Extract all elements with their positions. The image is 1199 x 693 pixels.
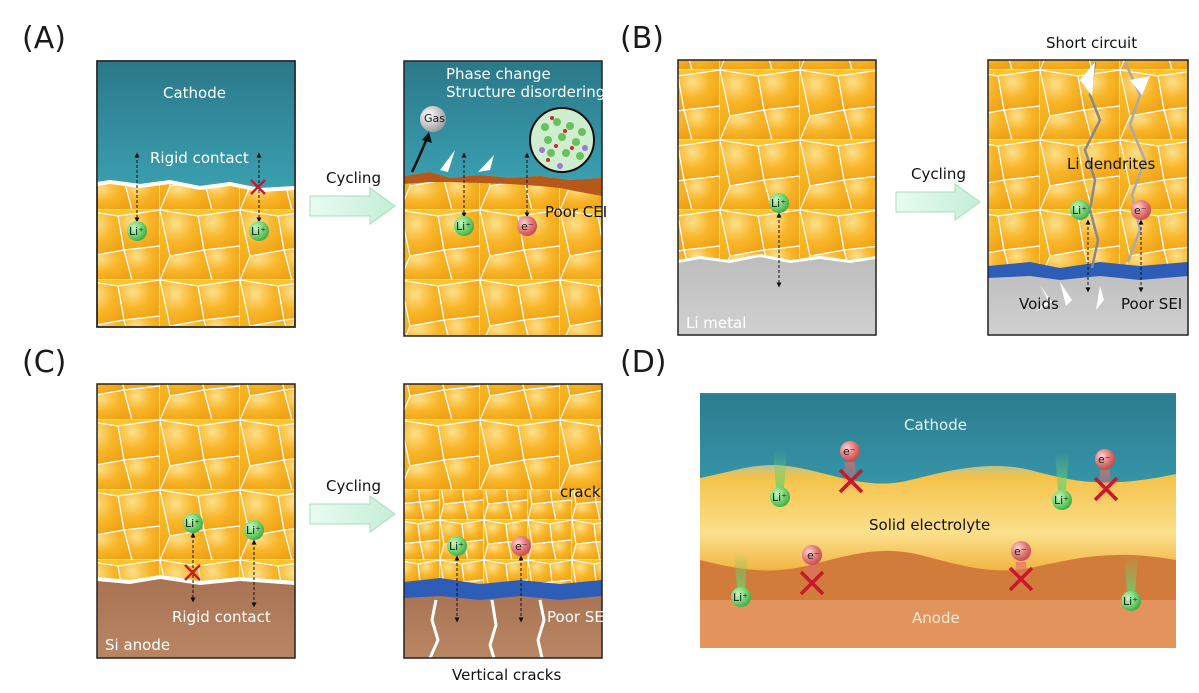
li-ion-label: Li⁺ [185,517,200,530]
gas-label: Gas [424,112,445,125]
li-ion-icon [249,221,269,241]
electron-label: e⁻ [843,445,856,458]
short-circuit-label: Short circuit [1046,34,1137,52]
panel-c-right: crack Li⁺ e⁻ Poor SEI Vertical cracks [403,383,608,684]
si-anode-label: Si anode [105,636,170,654]
electron-icon [1011,541,1031,561]
electron-label: e⁻ [1098,453,1111,466]
rigid-contact-gap [97,180,295,192]
blocked-cross-icon [838,468,864,494]
solid-electrolyte-label: Solid electrolyte [869,516,990,534]
li-metal-label: Li metal [686,314,746,332]
li-ion-icon [731,587,751,607]
li-ion-label: Li⁺ [449,540,464,553]
vertical-crack [536,599,546,659]
li-ion-icon [454,216,474,236]
li-ion-label: Li⁺ [1123,595,1138,608]
cathode-label: Cathode [163,84,226,102]
li-dendrites-label: Li dendrites [1067,155,1156,173]
panel-c-left: Li⁺ Li⁺ Rigid contact Si anode [96,383,296,659]
cei-layer [404,172,602,196]
electron-icon [1095,449,1115,469]
vertical-crack [488,599,498,659]
electron-label: e⁻ [1134,204,1147,217]
panel-b-label: (B) [620,21,664,56]
panel-b-right: Short circuit Li dendrites Li⁺ e⁻ Voids … [987,34,1189,336]
electron-icon [840,441,860,461]
cycling-label: Cycling [911,165,966,183]
poor-cei-label: Poor CEI [545,203,607,221]
blocked-cross-icon [799,570,825,596]
li-ion-label: Li⁺ [251,225,266,238]
li-ion-label: Li⁺ [246,524,261,537]
poor-sei-label: Poor SEI [547,608,608,626]
structure-disordering-label: Structure disordering [446,83,605,101]
li-ion-icon [447,536,467,556]
electron-label: e⁻ [807,549,820,562]
li-ion-icon [769,193,789,213]
li-dendrite-path [1083,61,1102,269]
rigid-contact-label: Rigid contact [172,608,271,626]
li-ion-icon [1070,200,1090,220]
poor-sei-label: Poor SEI [1121,295,1182,313]
li-metal-region [988,266,1188,335]
li-metal-region [678,256,876,335]
vertical-crack [428,599,440,659]
gas-bubble-icon [420,106,446,132]
cycling-label: Cycling [326,169,381,187]
li-ion-label: Li⁺ [456,220,471,233]
voids-label: Voids [1019,295,1059,313]
rigid-contact-label: Rigid contact [150,149,249,167]
voids-region [1036,282,1104,316]
li-ion-icon [127,221,147,241]
cycling-arrow-b: Cycling [895,165,981,221]
li-ion-icon [1052,490,1072,510]
electron-icon [511,536,531,556]
anode-label: Anode [912,609,960,627]
li-ion-icon [1121,591,1141,611]
electron-icon [802,545,822,565]
panel-a-left: Cathode Rigid contact Li⁺ Li⁺ [96,60,296,328]
blocked-cross-icon [1093,476,1119,502]
li-ion-icon [770,487,790,507]
panel-d: Cathode Solid electrolyte Anode Li⁺ Li⁺ … [700,393,1176,648]
crystal-structure-icon [529,107,595,173]
panel-a-right: Phase change Structure disordering Gas L… [403,60,607,337]
li-ion-label: Li⁺ [1072,204,1087,217]
panel-c-label: (C) [22,345,66,380]
electron-icon [1131,200,1151,220]
li-ion-label: Li⁺ [1054,494,1069,507]
blocked-cross-icon [184,564,201,581]
li-ion-icon [244,520,264,540]
li-ion-icon [183,513,203,533]
electron-label: e⁻ [1014,545,1027,558]
electron-label: e⁻ [515,540,528,553]
si-anode-region [97,578,295,658]
li-ion-label: Li⁺ [129,225,144,238]
cycling-arrow-a: Cycling [309,169,396,225]
panel-d-label: (D) [620,345,667,380]
vertical-cracks-label: Vertical cracks [452,666,561,684]
electron-label: e⁻ [521,220,534,233]
phase-change-label: Phase change [446,65,551,83]
cycling-arrow-c: Cycling [309,477,396,533]
cathode-region [97,61,295,188]
panel-b-left: Li metal Li⁺ [677,59,877,336]
cathode-label: Cathode [904,416,967,434]
li-ion-label: Li⁺ [733,591,748,604]
cycling-label: Cycling [326,477,381,495]
si-anode-region [404,586,602,658]
panel-a-label: (A) [22,21,66,56]
li-ion-label: Li⁺ [772,491,787,504]
crack-label: crack [560,483,601,501]
blocked-cross-icon [1008,566,1034,592]
blocked-cross-icon [250,179,266,195]
electron-icon [517,216,537,236]
li-ion-label: Li⁺ [771,197,786,210]
sei-layer [404,578,602,600]
